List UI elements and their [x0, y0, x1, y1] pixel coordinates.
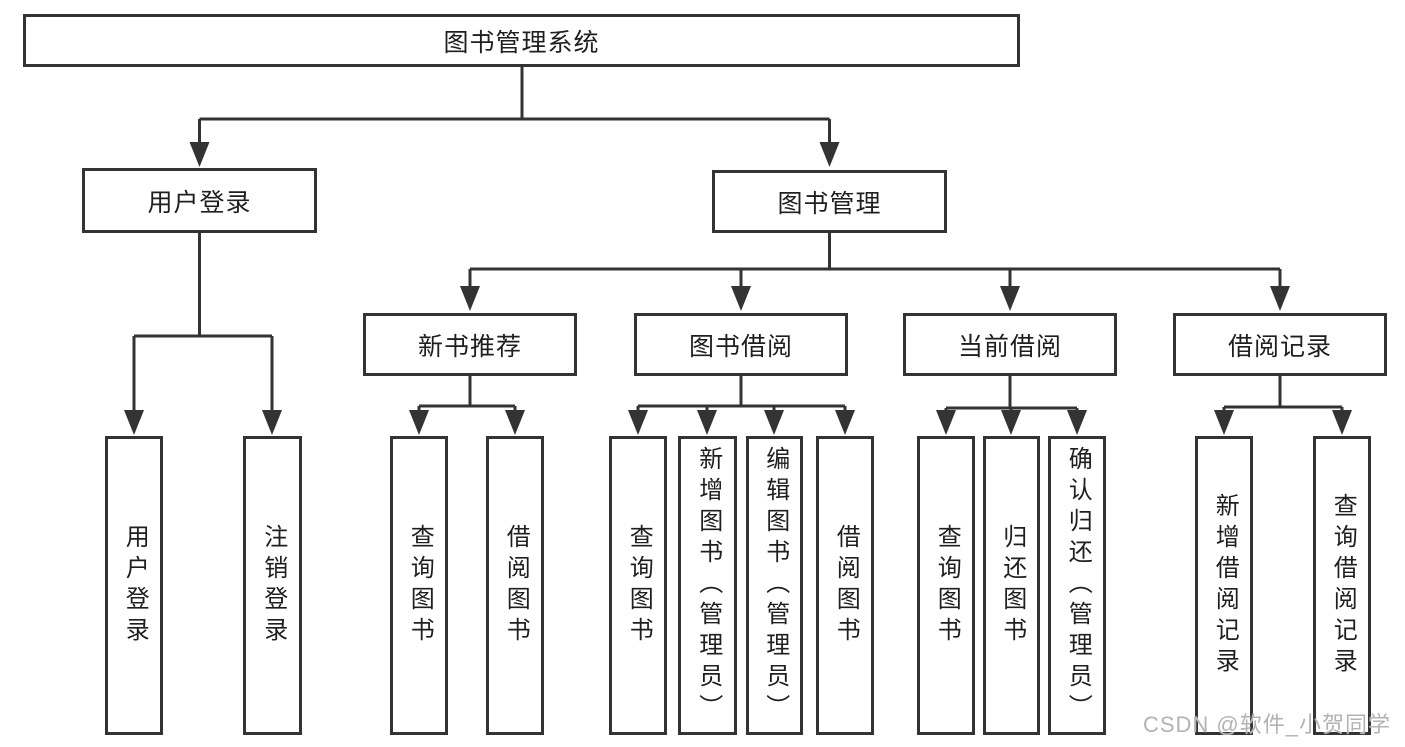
arrowhead-icon: [731, 286, 751, 311]
arrowhead-icon: [835, 410, 855, 435]
node-label: 图书管理系统: [443, 28, 600, 57]
node-book-management: 图书管理: [712, 170, 947, 233]
node-label: 图书借阅: [688, 332, 793, 361]
node-borrowing-records: 借阅记录: [1173, 313, 1387, 376]
connector-path: [132, 67, 1344, 414]
leaf-label: 查询图书: [933, 523, 961, 648]
leaf-user-login: 用户登录: [105, 436, 163, 735]
csdn-watermark: CSDN @软件_小贺同学: [1142, 712, 1391, 737]
arrowhead-icon: [262, 410, 282, 435]
node-book-management-system: 图书管理系统: [23, 14, 1020, 67]
node-label: 新书推荐: [417, 332, 522, 361]
arrowhead-icon: [460, 286, 480, 311]
leaf-borrow-add-books-admin: 新增图书（管理员）: [678, 436, 737, 735]
arrowhead-icon: [1001, 410, 1021, 435]
arrowhead-icon: [505, 410, 525, 435]
leaf-newbook-query-books: 查询图书: [390, 436, 448, 735]
node-book-borrowing: 图书借阅: [634, 313, 848, 376]
leaf-label: 查询图书: [406, 523, 434, 648]
leaf-label: 注销登录: [259, 523, 287, 648]
arrowhead-icon: [409, 410, 429, 435]
leaf-records-query-record: 查询借阅记录: [1313, 436, 1371, 735]
leaf-label: 归还图书: [998, 523, 1026, 648]
arrowhead-icon: [1067, 410, 1087, 435]
node-label: 图书管理: [777, 189, 882, 218]
leaf-newbook-borrow-books: 借阅图书: [486, 436, 544, 735]
leaf-label: 编辑图书（管理员）: [761, 446, 789, 725]
leaf-borrow-edit-books-admin: 编辑图书（管理员）: [746, 436, 803, 735]
leaf-borrow-borrow-books: 借阅图书: [816, 436, 874, 735]
leaf-label: 借阅图书: [502, 523, 530, 648]
arrowhead-icon: [764, 410, 784, 435]
arrowhead-icon: [124, 410, 144, 435]
node-label: 用户登录: [147, 188, 252, 217]
leaf-current-return-books: 归还图书: [983, 436, 1040, 735]
arrowhead-icon: [936, 410, 956, 435]
leaf-label: 查询图书: [625, 523, 653, 648]
arrowhead-icon: [819, 142, 840, 167]
node-current-borrowing: 当前借阅: [903, 313, 1117, 376]
leaf-records-add-record: 新增借阅记录: [1195, 436, 1253, 735]
node-new-book-recommend: 新书推荐: [363, 313, 577, 376]
node-label: 当前借阅: [957, 332, 1062, 361]
leaf-current-confirm-return-admin: 确认归还（管理员）: [1048, 436, 1106, 735]
leaf-current-query-books: 查询图书: [917, 436, 975, 735]
arrowhead-icon: [697, 410, 717, 435]
leaf-label: 用户登录: [121, 523, 149, 648]
leaf-label: 确认归还（管理员）: [1064, 446, 1092, 725]
arrowhead-icon: [1332, 410, 1352, 435]
node-user-login: 用户登录: [82, 168, 317, 233]
arrowhead-icon: [189, 142, 210, 167]
arrowhead-icon: [1214, 410, 1234, 435]
leaf-label: 新增图书（管理员）: [694, 446, 722, 725]
leaf-label: 查询借阅记录: [1329, 492, 1357, 679]
leaf-label: 借阅图书: [832, 523, 860, 648]
arrowhead-icon: [628, 410, 648, 435]
leaf-borrow-query-books: 查询图书: [609, 436, 667, 735]
leaf-logout: 注销登录: [243, 436, 302, 735]
arrowhead-icon: [1000, 286, 1020, 311]
leaf-label: 新增借阅记录: [1211, 492, 1239, 679]
arrowhead-icon: [1270, 286, 1290, 311]
node-label: 借阅记录: [1227, 332, 1332, 361]
